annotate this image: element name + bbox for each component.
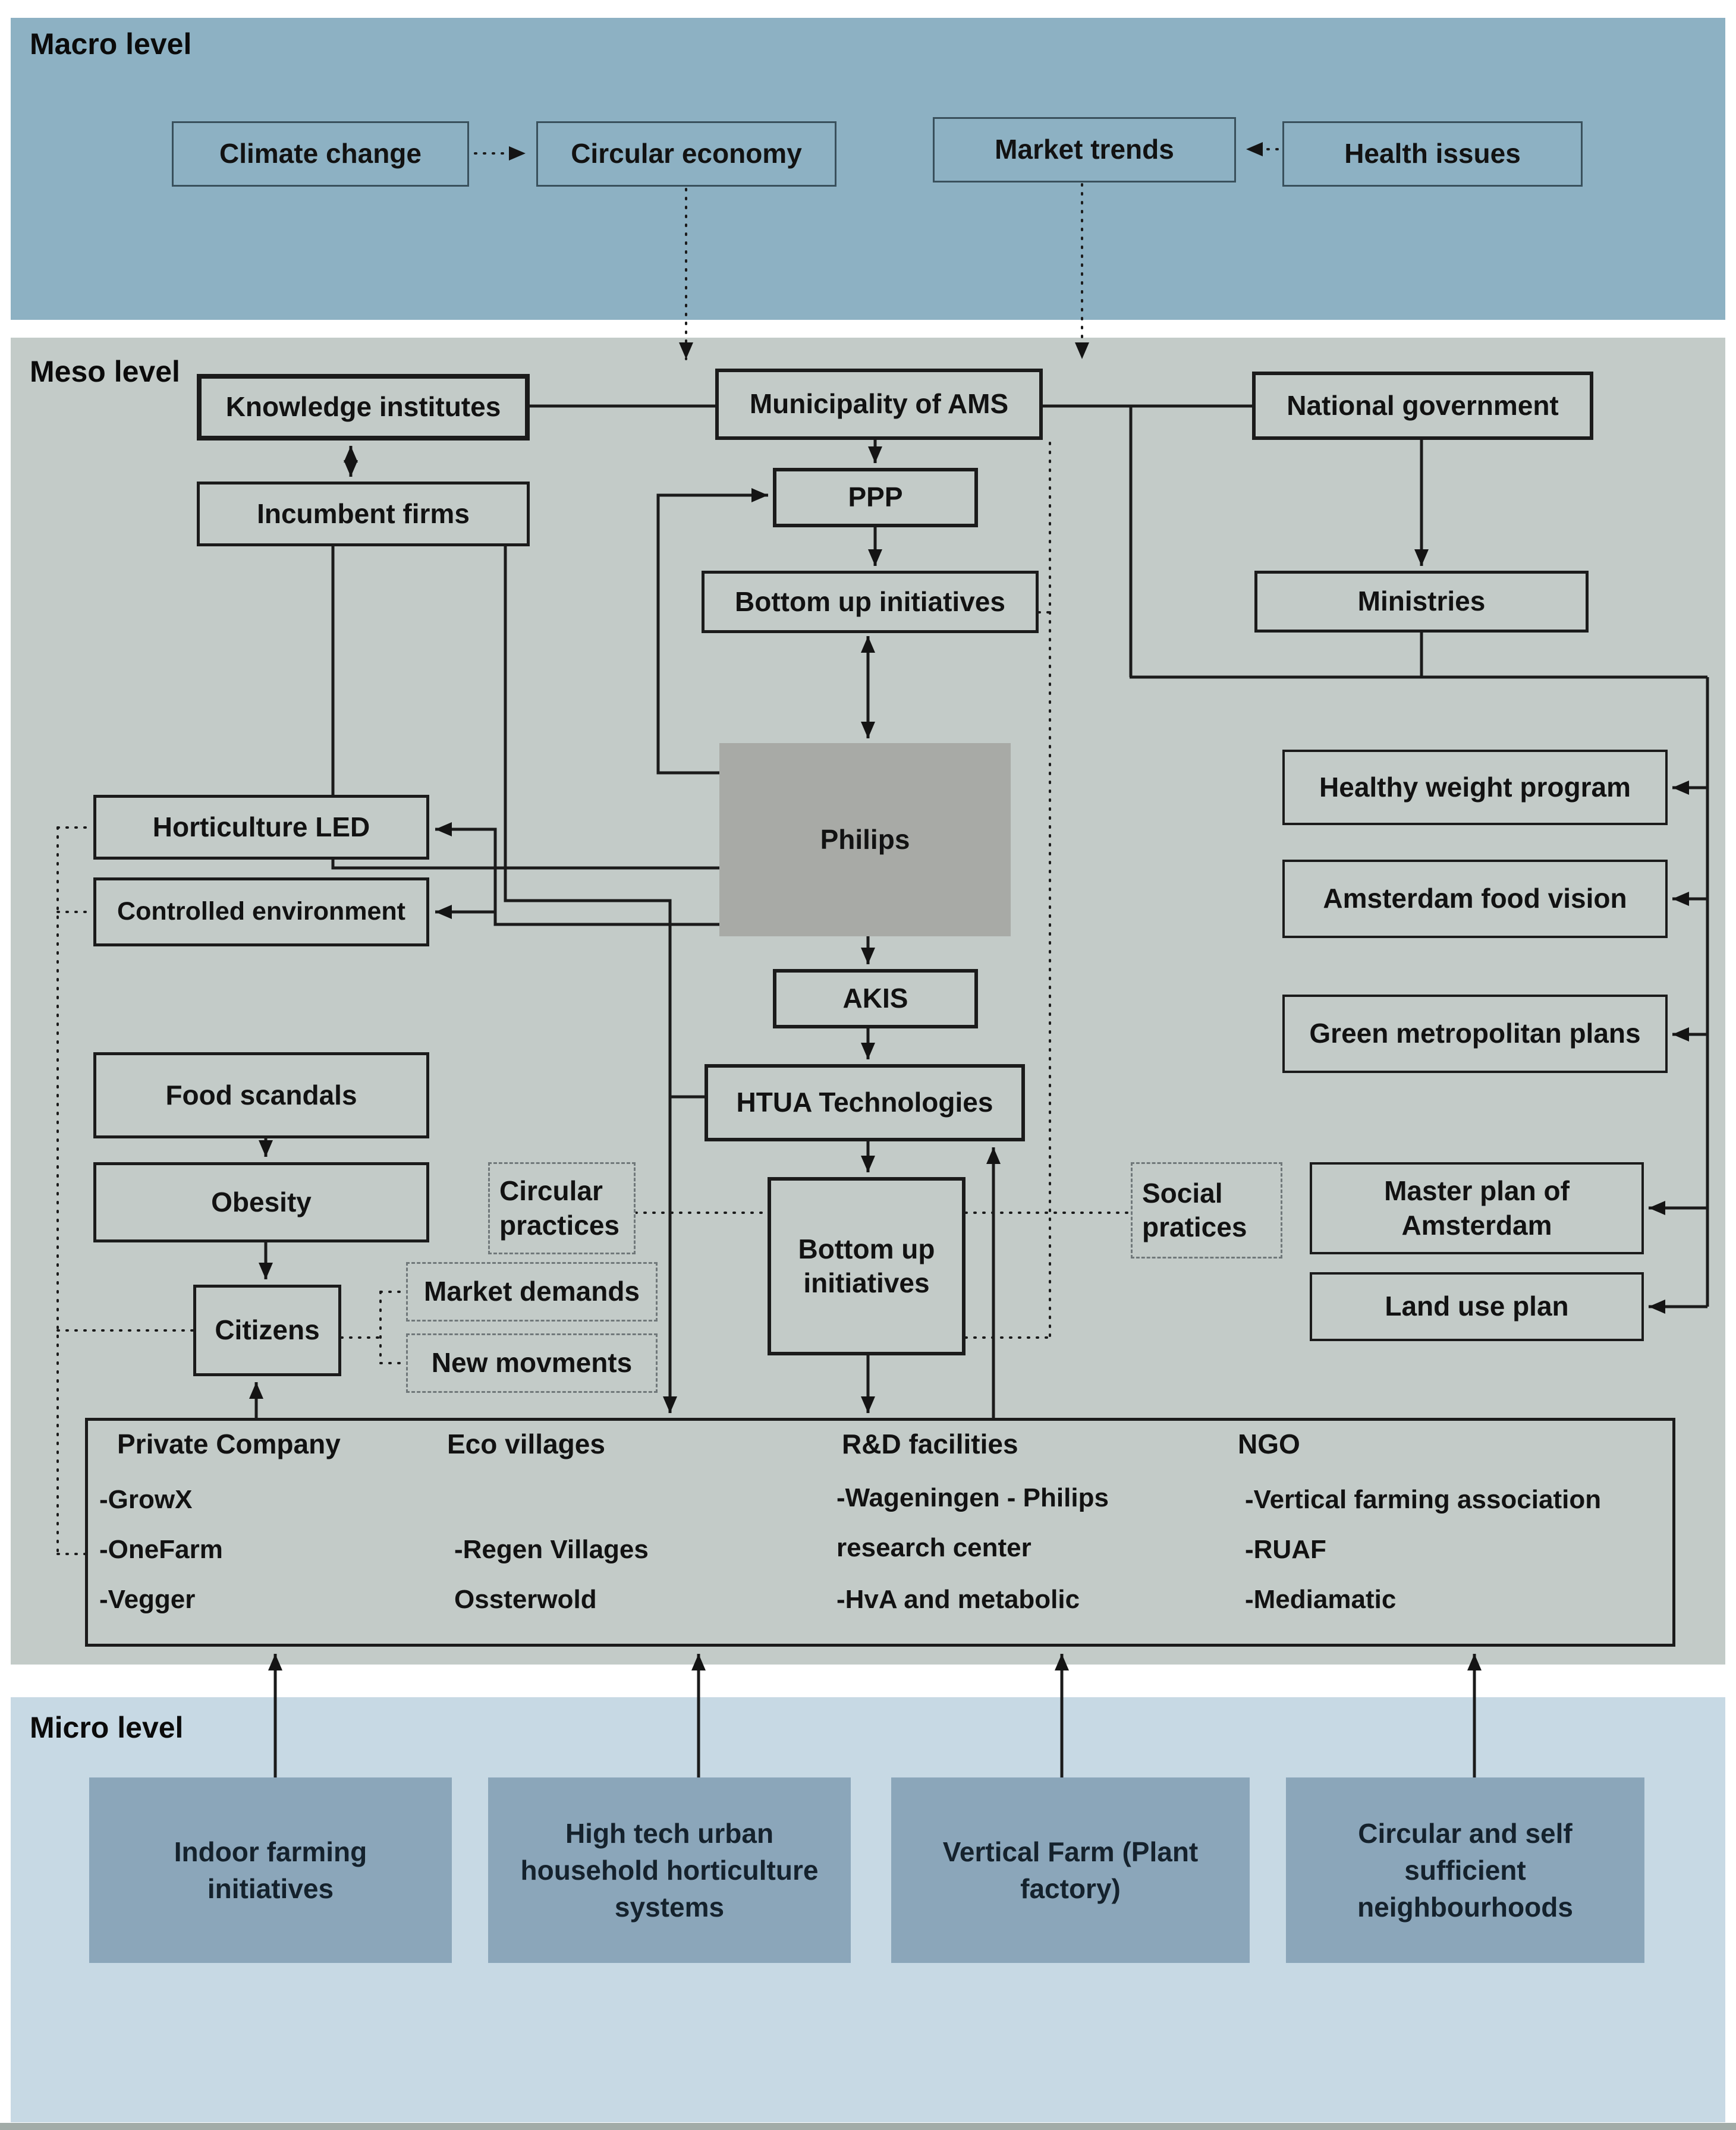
bigbox-item-ruaf: -RUAF	[1245, 1535, 1326, 1564]
actors-big-box	[85, 1418, 1675, 1647]
node-bottom-up-initiatives-center: Bottom up initiatives	[768, 1177, 966, 1355]
bigbox-item-vegger: -Vegger	[99, 1585, 196, 1614]
node-circular-economy: Circular economy	[536, 121, 836, 187]
node-municipality-of-ams: Municipality of AMS	[715, 369, 1043, 440]
bigbox-item-wageningen-philips: -Wageningen - Philips research center	[836, 1483, 1109, 1562]
node-health-issues: Health issues	[1282, 121, 1583, 187]
node-new-movments: New movments	[406, 1333, 658, 1393]
node-akis: AKIS	[773, 969, 978, 1028]
node-knowledge-institutes: Knowledge institutes	[197, 374, 530, 441]
node-philips: Philips	[719, 743, 1011, 936]
node-ministries: Ministries	[1254, 571, 1589, 633]
bigbox-header-eco-villages: Eco villages	[447, 1429, 605, 1459]
bottom-edge-strip	[0, 2123, 1736, 2130]
bigbox-header-rd-facilities: R&D facilities	[842, 1429, 1018, 1459]
node-social-pratices: Social pratices	[1131, 1162, 1282, 1259]
macro-level-label: Macro level	[30, 27, 192, 61]
meso-level-label: Meso level	[30, 355, 180, 388]
node-amsterdam-food-vision: Amsterdam food vision	[1282, 860, 1668, 938]
bigbox-item-mediamatic: -Mediamatic	[1245, 1585, 1397, 1614]
bigbox-header-private-company: Private Company	[117, 1429, 341, 1459]
bigbox-item-vertical-farming-association: -Vertical farming association	[1245, 1485, 1602, 1514]
node-indoor-farming-initiatives: Indoor farming initiatives	[89, 1777, 452, 1963]
node-master-plan-of-amsterdam: Master plan of Amsterdam	[1310, 1162, 1644, 1254]
bigbox-item-onefarm: -OneFarm	[99, 1535, 223, 1564]
bigbox-item-hva-metabolic: -HvA and metabolic	[836, 1585, 1080, 1614]
bigbox-item-ossterwold: Ossterwold	[454, 1585, 597, 1614]
node-circular-practices: Circular practices	[488, 1162, 636, 1254]
node-ppp: PPP	[773, 468, 978, 527]
bigbox-item-regen-villages: -Regen Villages	[454, 1535, 649, 1564]
node-green-metropolitan-plans: Green metropolitan plans	[1282, 995, 1668, 1073]
node-horticulture-led: Horticulture LED	[93, 795, 429, 860]
node-land-use-plan: Land use plan	[1310, 1272, 1644, 1341]
micro-level-label: Micro level	[30, 1711, 184, 1744]
node-vertical-farm-plant-factory: Vertical Farm (Plant factory)	[891, 1777, 1250, 1963]
bigbox-header-ngo: NGO	[1238, 1429, 1300, 1459]
node-circular-self-sufficient-neighbourhoods: Circular and self sufficient neighbourho…	[1286, 1777, 1644, 1963]
node-market-trends: Market trends	[933, 117, 1236, 183]
node-incumbent-firms: Incumbent firms	[197, 482, 530, 546]
node-bottom-up-initiatives-top: Bottom up initiatives	[702, 571, 1039, 633]
node-high-tech-household-horticulture: High tech urban household horticulture s…	[488, 1777, 851, 1963]
node-htua-technologies: HTUA Technologies	[705, 1064, 1025, 1141]
bigbox-item-growx: -GrowX	[99, 1485, 193, 1514]
node-obesity: Obesity	[93, 1162, 429, 1242]
node-national-government: National government	[1252, 372, 1593, 440]
node-controlled-environment: Controlled environment	[93, 877, 429, 946]
node-healthy-weight-program: Healthy weight program	[1282, 750, 1668, 825]
node-market-demands: Market demands	[406, 1262, 658, 1322]
node-food-scandals: Food scandals	[93, 1052, 429, 1138]
node-citizens: Citizens	[193, 1285, 341, 1376]
node-climate-change: Climate change	[172, 121, 469, 187]
